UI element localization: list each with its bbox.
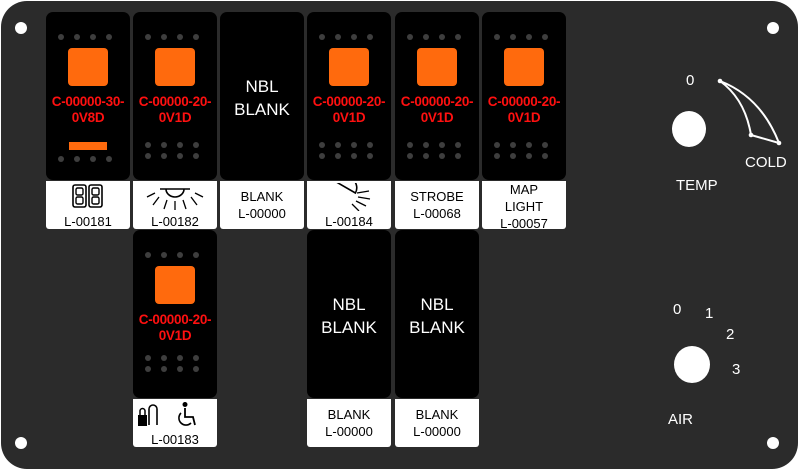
switch-legend: L-00183 bbox=[133, 399, 217, 447]
air-position-1: 1 bbox=[705, 305, 714, 322]
mounting-hole bbox=[767, 437, 779, 449]
led-dots-bottom bbox=[319, 142, 379, 159]
led-dots-top bbox=[145, 34, 205, 40]
led-dots-top bbox=[58, 34, 118, 40]
switch-legend: L-00182 bbox=[133, 181, 217, 229]
legend-code: L-00182 bbox=[151, 214, 199, 229]
indicator-lamp bbox=[329, 48, 369, 86]
led-dots-top bbox=[494, 34, 554, 40]
air-position-2: 2 bbox=[726, 326, 735, 343]
mounting-hole bbox=[15, 437, 27, 449]
mounting-hole bbox=[767, 22, 779, 34]
switch-legend: L-00184 bbox=[307, 181, 391, 229]
legend-code: L-00184 bbox=[325, 214, 373, 229]
switch-code: C-00000-20-0V1D bbox=[138, 94, 212, 125]
led-dots-bottom bbox=[145, 355, 205, 372]
indicator-lamp bbox=[68, 48, 108, 86]
indicator-lamp bbox=[417, 48, 457, 86]
led-dots-top bbox=[319, 34, 379, 40]
dome-light-icon bbox=[333, 183, 371, 211]
rocker-switch[interactable]: C-00000-20-0V1D bbox=[395, 12, 479, 180]
indicator-lamp bbox=[155, 266, 195, 304]
switch-code: C-00000-20-0V1D bbox=[312, 94, 386, 125]
switch-code: C-00000-20-0V1D bbox=[400, 94, 474, 125]
wheelchair-lock-icon bbox=[138, 402, 196, 426]
temp-scale-icon bbox=[717, 78, 782, 146]
led-dots-bottom bbox=[58, 156, 118, 162]
temp-max-label: COLD bbox=[745, 154, 787, 171]
rocker-switch[interactable]: C-00000-20-0V1D bbox=[482, 12, 566, 180]
indicator-bar bbox=[69, 142, 107, 150]
legend-code: L-00181 bbox=[64, 214, 112, 229]
led-dots-top bbox=[145, 252, 205, 258]
rocker-switch[interactable]: C-00000-20-0V1D bbox=[133, 12, 217, 180]
temp-min-label: 0 bbox=[686, 72, 695, 89]
switch-code: C-00000-30-0V8D bbox=[51, 94, 125, 125]
rocker-switch[interactable]: C-00000-20-0V1D bbox=[133, 230, 217, 398]
air-knob[interactable] bbox=[674, 346, 710, 383]
rocker-switch[interactable]: C-00000-20-0V1D bbox=[307, 12, 391, 180]
air-position-0: 0 bbox=[673, 301, 682, 318]
led-dots-bottom bbox=[407, 142, 467, 159]
air-position-3: 3 bbox=[732, 361, 741, 378]
indicator-lamp bbox=[504, 48, 544, 86]
mounting-hole bbox=[15, 22, 27, 34]
temp-label: TEMP bbox=[676, 177, 718, 194]
temp-knob[interactable] bbox=[672, 111, 706, 147]
rocker-switch[interactable]: C-00000-30-0V8D bbox=[46, 12, 130, 180]
light-bar-icon bbox=[146, 188, 204, 210]
indicator-lamp bbox=[155, 48, 195, 86]
led-dots-top bbox=[407, 34, 467, 40]
switch-code: C-00000-20-0V1D bbox=[487, 94, 561, 125]
door-lock-panel-icon bbox=[72, 184, 103, 208]
led-dots-bottom bbox=[494, 142, 554, 159]
switch-code: C-00000-20-0V1D bbox=[138, 312, 212, 343]
led-dots-bottom bbox=[145, 142, 205, 159]
switch-legend: L-00181 bbox=[46, 181, 130, 229]
legend-code: L-00183 bbox=[151, 432, 199, 447]
air-label: AIR bbox=[668, 411, 694, 428]
